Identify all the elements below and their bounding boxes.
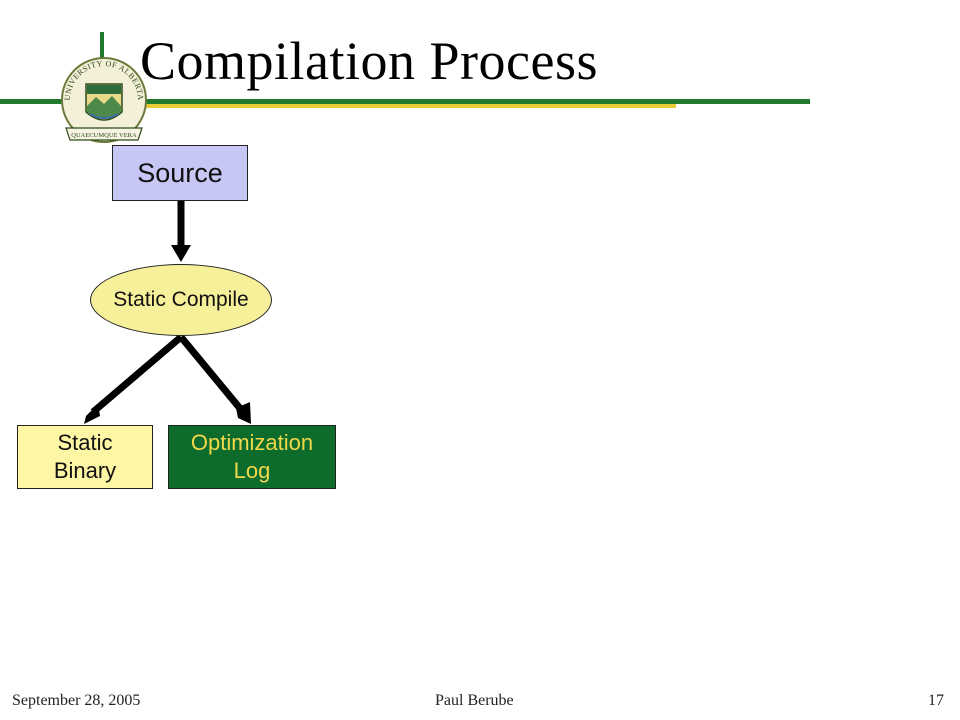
optimization-log-line1: Optimization (190, 430, 314, 455)
arrow-compile-to-binary (90, 334, 184, 415)
static-compile-node-label: Static Compile (113, 288, 249, 311)
arrowhead-compile (171, 245, 191, 262)
university-crest-logo: UNIVERSITY OF ALBERTA QUAECUMQUE VERA (61, 57, 147, 143)
arrow-compile-to-optlog (178, 334, 246, 415)
logo-motto: QUAECUMQUE VERA (71, 132, 137, 139)
header-rule-left (0, 99, 62, 104)
footer-page-number: 17 (928, 692, 944, 709)
optimization-log-node: Optimization Log (168, 425, 336, 489)
optimization-log-line2: Log (233, 458, 271, 483)
header-rule-green (140, 99, 810, 104)
source-node: Source (112, 145, 248, 201)
source-node-label: Source (137, 157, 223, 188)
slide-title: Compilation Process (140, 31, 598, 91)
header-vertical-rule (100, 32, 104, 68)
static-binary-line2: Binary (53, 458, 117, 483)
static-compile-node: Static Compile (90, 264, 272, 336)
header-rule-gold (140, 104, 676, 108)
footer-author: Paul Berube (435, 692, 514, 709)
arrowhead-optlog (236, 402, 251, 424)
static-binary-node: Static Binary (17, 425, 153, 489)
static-binary-line1: Static (57, 430, 113, 455)
footer-date: September 28, 2005 (12, 692, 141, 709)
arrowhead-binary (84, 404, 100, 424)
